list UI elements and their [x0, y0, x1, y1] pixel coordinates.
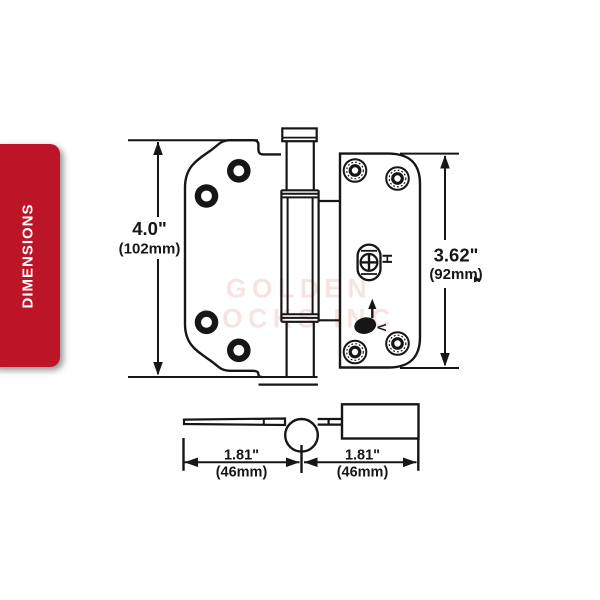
v-adjust-label: V	[374, 324, 386, 332]
cam-body	[354, 317, 377, 334]
pointer-mark	[474, 276, 482, 283]
dim-right-height-mm: (92mm)	[429, 266, 482, 283]
arrow-right	[286, 457, 300, 468]
dimensions-banner: DIMENSIONS	[0, 144, 60, 367]
dim-left-width: 1.81" (46mm)	[184, 448, 300, 481]
dim-left-height-in: 4.0"	[132, 218, 167, 239]
watermark-line1: GOLDEN	[226, 274, 372, 304]
screw-hole	[342, 339, 368, 365]
screw-hole	[385, 166, 410, 191]
left-leaf-profile	[182, 417, 287, 427]
phillips-screw-head	[359, 252, 379, 272]
arrow-up	[153, 141, 163, 155]
arrow-left	[184, 457, 198, 468]
right-leaf-profile-block	[340, 403, 420, 440]
dim-right-height-in: 3.62"	[434, 245, 479, 266]
screw-hole-center	[201, 190, 212, 202]
dim-right-width: 1.81" (46mm)	[304, 448, 417, 481]
hinge-barrel	[258, 127, 340, 386]
dim-right-width-in: 1.81"	[345, 448, 380, 464]
arrow-left	[304, 457, 318, 468]
left-leaf-screw-holes	[194, 159, 251, 363]
arrow-down	[440, 353, 450, 367]
adjust-slot-outline	[356, 243, 382, 282]
dimensions-banner-label: DIMENSIONS	[19, 202, 37, 309]
dim-left-width-mm: (46mm)	[216, 465, 268, 481]
arrow-down	[153, 362, 163, 376]
h-adjust-label: H	[380, 254, 396, 264]
dim-left-width-in: 1.81"	[224, 448, 259, 464]
horizontal-adjust-slot	[356, 243, 382, 282]
dim-left-height: 4.0" (102mm)	[119, 141, 181, 376]
dim-right-width-mm: (46mm)	[337, 465, 389, 481]
cam-arrow-head	[368, 298, 377, 309]
dim-left-height-mm: (102mm)	[119, 241, 181, 258]
right-leaf-screw-holes	[342, 158, 410, 365]
screw-hole	[385, 331, 410, 356]
arrow-right	[403, 457, 417, 468]
left-leaf-outline	[183, 139, 281, 379]
dim-right-height: 3.62" (92mm)	[429, 155, 483, 367]
vertical-adjust-cam	[354, 298, 377, 334]
front-view: H V 4.0" (102mm)	[119, 127, 483, 386]
screw-hole-center	[201, 316, 212, 328]
right-leaf-outline	[338, 152, 422, 369]
screw-hole-center	[233, 165, 245, 177]
profile-view: 1.81" (46mm) 1.81" (46mm)	[182, 403, 420, 481]
screw-hole-center	[233, 344, 245, 356]
screw-hole	[342, 158, 368, 183]
hinge-pin-cap	[281, 127, 318, 143]
arrow-up	[440, 155, 450, 169]
right-leaf-link	[317, 417, 342, 426]
